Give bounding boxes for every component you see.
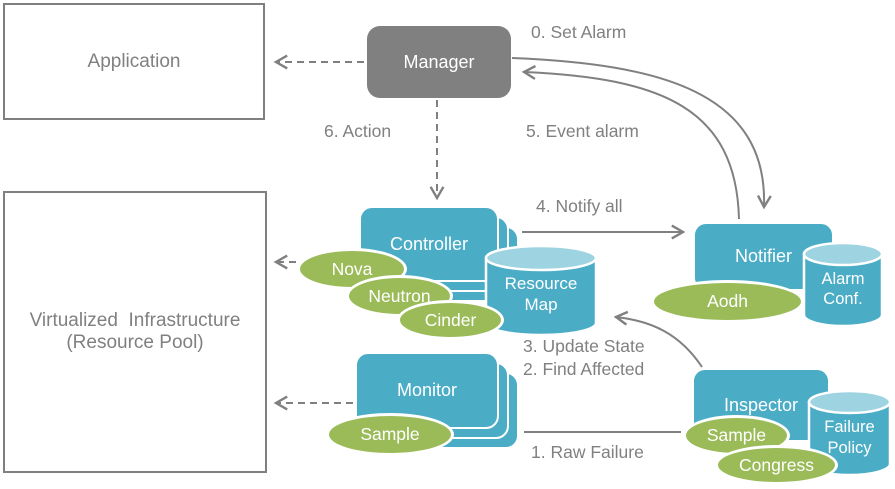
manager-node: Manager: [367, 26, 511, 98]
alarm-conf-label-line1: Alarm: [821, 269, 865, 288]
action-label: 6. Action: [324, 121, 392, 141]
inspector-label: Inspector: [723, 394, 799, 415]
aodh-label: Aodh: [707, 291, 748, 311]
set-alarm-label: 0. Set Alarm: [531, 22, 627, 42]
resource-map-label-line1: Resource: [504, 273, 578, 293]
monitor-label: Monitor: [396, 380, 458, 400]
sample-monitor-component: Sample: [326, 413, 454, 456]
failure-policy-label-line2: Policy: [827, 438, 872, 457]
resource-map-label-line2: Map: [524, 294, 558, 314]
failure-policy-label-line1: Failure: [824, 418, 875, 437]
neutron-label: Neutron: [368, 285, 431, 306]
nova-label: Nova: [331, 258, 373, 279]
congress-component: Congress: [715, 445, 838, 485]
cylinder-shape: [802, 241, 884, 328]
application-box: Application: [3, 3, 265, 120]
event-alarm-label: 5. Event alarm: [526, 121, 639, 141]
resource-map-cylinder: Resource Map: [484, 244, 598, 337]
cinder-component: Cinder: [397, 300, 504, 340]
raw-failure-label: 1. Raw Failure: [531, 442, 644, 462]
virtualized-infrastructure-box: Virtualized Infrastructure (Resource Poo…: [3, 191, 267, 473]
update-state-label: 3. Update State: [523, 336, 645, 356]
notifier-label: Notifier: [734, 246, 792, 266]
virtualized-infrastructure-label-line1: Virtualized Infrastructure: [29, 310, 241, 331]
alarm-conf-label-line2: Conf.: [823, 290, 863, 308]
find-affected-label: 2. Find Affected: [523, 359, 645, 379]
notify-all-label: 4. Notify all: [536, 196, 623, 216]
cinder-label: Cinder: [424, 309, 477, 330]
alarm-conf-cylinder: Alarm Conf.: [802, 241, 884, 329]
congress-label: Congress: [739, 454, 814, 475]
cylinder-shape: [484, 244, 598, 337]
virtualized-infrastructure-label-line2: (Resource Pool): [66, 332, 204, 353]
sample-monitor-label: Sample: [360, 424, 420, 444]
application-label: Application: [87, 50, 181, 72]
manager-label: Manager: [403, 51, 475, 72]
sample-inspector-label: Sample: [706, 425, 767, 445]
aodh-component: Aodh: [651, 280, 804, 323]
controller-label: Controller: [389, 233, 469, 254]
